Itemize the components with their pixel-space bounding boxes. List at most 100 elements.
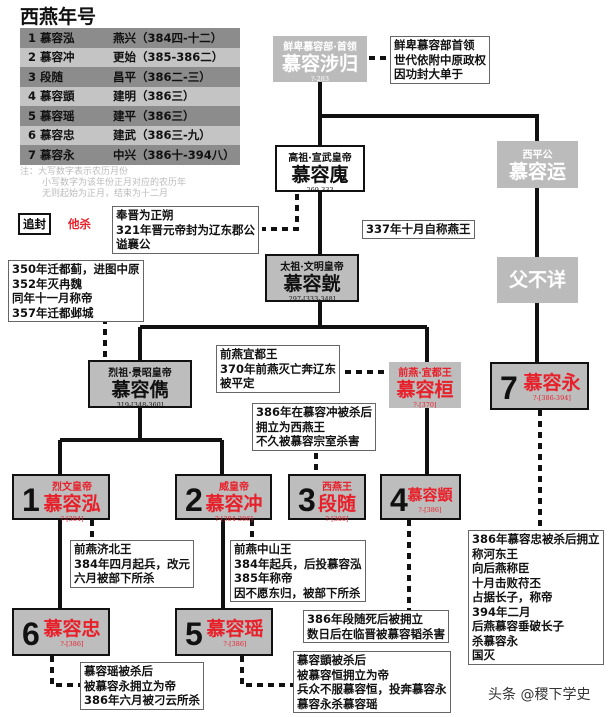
annotation-line: 慕容瑶被杀后 (84, 664, 153, 678)
page-title: 西燕年号 (20, 6, 97, 28)
annotation-line: 称河东王 (472, 546, 518, 561)
person-name: 慕容桓 (396, 379, 454, 401)
person-dates: 297-[333-348] (288, 295, 336, 303)
table-row: 4 慕容顗建明（386三） (20, 86, 240, 106)
note-line: 注：大写数字表示农历月份 (20, 167, 129, 177)
annotation-yao: 慕容顗被杀后被慕容恒拥立为帝兵众不服慕容恒，投奔慕容永慕容永杀慕容瑶 (293, 651, 451, 713)
annotation-line: 慕容顗被杀后 (297, 653, 366, 667)
person-dates: ?-283 (310, 75, 330, 83)
era: 燕兴（384四-十二） (113, 30, 223, 45)
era: 建武（386三-九） (113, 128, 211, 143)
person-title: 烈文皇帝 (52, 482, 92, 493)
annotation-line: 后燕慕容垂破长子 (472, 619, 564, 633)
annotation-line: 占据长子，称帝 (472, 590, 553, 604)
note-line: 无则起始为正月，结束为十二月 (42, 189, 169, 199)
ruler-number: 2 (185, 482, 203, 518)
person-shegui: 鲜卑慕容部·首领 慕容涉归 ?-283 (273, 36, 367, 83)
person-title: 鲜卑慕容部·首领 (283, 42, 357, 53)
annotation-line: 兵众不服慕容恒，投奔慕容永 (297, 682, 447, 696)
annotation-line: 370年前燕灭亡奔辽东 (220, 361, 337, 376)
annotation-shegui: 鲜卑慕容部首领世代依附中原政权因功封大单于 (390, 36, 490, 84)
table-row: 3 段随 昌平（386二-三） (20, 67, 240, 87)
annotation-line: 鲜卑慕容部首领 (394, 38, 475, 52)
person-name: 慕容泓 (43, 493, 101, 515)
ruler: 1 慕容泓 (28, 30, 75, 45)
annotation-line: 世代依附中原政权 (394, 52, 486, 67)
annotation-line: 前燕中山王 (234, 542, 292, 556)
person-dates: ?-[386] (325, 515, 349, 523)
annotation-line: 谥襄公 (116, 237, 151, 251)
table-row: 1 慕容泓 燕兴（384四-十二） (20, 28, 240, 48)
person-hui: 高祖·宣武皇帝 慕容廆 269-333 (275, 145, 365, 194)
ruler: 5 慕容瑶 (28, 108, 75, 123)
table-row: 7 慕容永中兴（386十-394八） (20, 145, 240, 165)
annotation-line: 国灭 (472, 648, 495, 662)
person-yao: 5 慕容瑶?-[386] (175, 608, 273, 656)
ruler: 6 慕容忠 (28, 128, 75, 143)
person-name: 慕容永 (523, 372, 581, 394)
annotation-line: 数日后在临晋被慕容韬杀害 (307, 626, 445, 641)
person-jun: 烈祖·景昭皇帝 慕容儁 319-[348-360] (88, 360, 192, 409)
person-yi: 4 慕容顗?-[386] (380, 474, 461, 520)
person-name: 慕容运 (508, 161, 566, 183)
person-dates: ?-[370] (413, 401, 437, 409)
annotation-line: 杀慕容永 (472, 633, 518, 648)
annotation-line: 350年迁都蓟，进图中原 (12, 262, 140, 276)
legend-posthumous: 追封 (18, 213, 51, 235)
annotation-line: 因不愿东归，被部下所杀 (234, 585, 361, 600)
person-name: 慕容冲 (205, 493, 263, 515)
annotation-line: 被平定 (220, 376, 255, 390)
person-name: 慕容瑶 (206, 618, 264, 640)
era: 昌平（386二-三） (113, 69, 211, 84)
person-name: 慕容涉归 (281, 53, 358, 75)
annotation-line: 321年晋元帝封为辽东郡公 (116, 222, 256, 237)
annotation-line: 拥立为西燕王 (256, 419, 325, 434)
person-zhong: 6 慕容忠?-[386] (12, 608, 110, 656)
annotation-line: 六月被部下所杀 (74, 571, 155, 585)
annotation-line: 前燕济北王 (74, 542, 132, 556)
annotation-line: 被慕容恒拥立为帝 (297, 667, 389, 682)
annotation-line: 352年灭冉魏 (12, 276, 83, 291)
ruler-number: 7 (500, 370, 518, 406)
person-title: 太祖·文明皇帝 (280, 262, 344, 273)
annotation-line: 向后燕称臣 (472, 561, 530, 575)
person-name: 慕容廆 (291, 164, 349, 186)
person-title: 前燕·宜都王 (398, 368, 452, 379)
reign-table: 1 慕容泓 燕兴（384四-十二） 2 慕容冲更始（385-386二） 3 段随 昌… (20, 28, 240, 165)
person-title: 西燕王 (322, 482, 352, 493)
person-hong: 1 烈文皇帝慕容泓?-[384] (12, 474, 110, 523)
ruler-number: 6 (22, 616, 40, 652)
ruler-number: 1 (22, 482, 40, 518)
annotation-line: 384年起兵，后投慕容泓 (234, 556, 362, 571)
ruler: 3 段随 (28, 69, 64, 84)
annotation-line: 被慕容永拥立为帝 (84, 678, 176, 693)
person-duansui: 3 西燕王段随?-[386] (288, 474, 366, 523)
watermark: 头条 @稷下学史 (488, 687, 591, 703)
annotation-duansui: 386年在慕容冲被杀后拥立为西燕王不久被慕容宗室杀害 (252, 403, 377, 451)
annotation-line: 因功封大单于 (394, 67, 463, 81)
annotation-line: 386年慕容忠被杀后拥立 (472, 532, 600, 546)
person-name: 慕容儁 (111, 379, 169, 401)
annotation-yi: 386年段随死后被拥立数日后在临晋被慕容韬杀害 (303, 610, 449, 643)
table-row: 2 慕容冲更始（385-386二） (20, 47, 240, 67)
person-yun: 西平公 慕容运 (497, 141, 578, 188)
era: 建明（386三） (113, 89, 195, 104)
annotation-line: 386年六月被刁云所杀 (84, 693, 201, 707)
person-name: 段随 (317, 493, 356, 515)
person-dates: 319-[348-360] (116, 401, 164, 409)
legend-killed: 他杀 (68, 217, 91, 231)
person-dates: ?-[386] (418, 506, 442, 514)
person-unknown-father: 父不详 (497, 257, 578, 303)
person-name: 慕容忠 (43, 618, 101, 640)
annotation-line: 386年在慕容冲被杀后 (256, 405, 373, 419)
person-dates: ?-[386-394] (533, 394, 571, 402)
annotation-line: 357年迁都邺城 (12, 305, 94, 320)
person-dates: ?-[384] (60, 515, 84, 523)
